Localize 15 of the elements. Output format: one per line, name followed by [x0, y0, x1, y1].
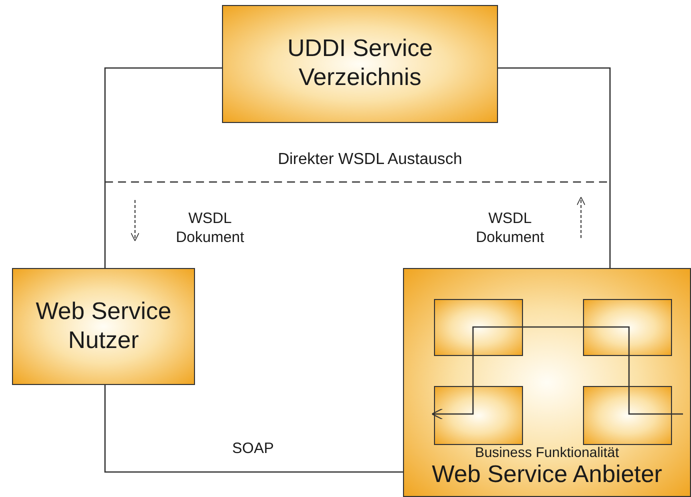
connector-line — [104, 385, 403, 473]
component-box — [583, 299, 672, 356]
component-box — [434, 299, 523, 356]
component-box — [583, 386, 672, 445]
flow-arrow — [431, 326, 683, 420]
node-subtitle: Business Funktionalität — [475, 444, 619, 462]
connector-line — [498, 67, 611, 268]
component-box — [434, 386, 523, 445]
service-box — [222, 5, 498, 123]
node-title: Web Service Nutzer — [34, 298, 172, 356]
service-box — [12, 268, 195, 385]
node-title: UDDI Service Verzeichnis — [286, 35, 434, 93]
connector-line — [104, 67, 222, 268]
service-box — [403, 268, 691, 497]
node-title: Web Service Anbieter — [432, 461, 662, 490]
